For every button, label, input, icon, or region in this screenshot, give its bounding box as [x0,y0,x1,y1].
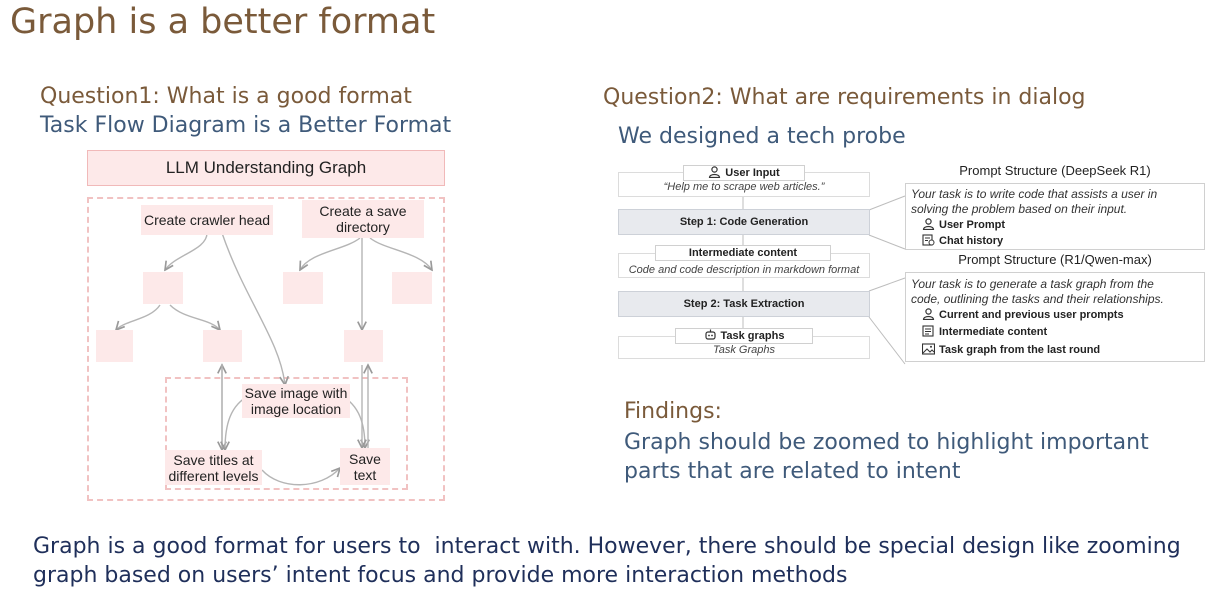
task-graphs-text: Task graphs [720,330,785,342]
user-icon [922,218,935,230]
node-empty [96,330,133,362]
findings-line2: parts that are related to intent [624,459,961,484]
conclusion-line2: graph based on users’ intent focus and p… [33,563,848,588]
conclusion-text: Graph is a good format for users to inte… [33,532,1198,590]
node-label: directory [336,219,390,235]
node-label: Create a save [319,203,407,219]
tech-probe-diagram: User Input “Help me to scrape web articl… [615,152,1207,367]
user-input-text: User Input [725,167,780,179]
prompt2-item1-text: Current and previous user prompts [939,309,1124,321]
graph-outer-frame [87,197,445,501]
node-create-crawler-head: Create crawler head [141,205,273,235]
robot-icon [704,329,716,340]
task-graphs-label: Task graphs [675,328,813,344]
findings-heading: Findings: [624,399,722,424]
prompt1-item-user-prompt: User Prompt [922,218,1005,231]
probe-connectors [742,195,906,365]
user-input-quote: “Help me to scrape web articles.” [663,181,825,193]
findings-line1: Graph should be zoomed to highlight impo… [624,430,1149,455]
node-empty [392,272,432,304]
findings-text: Graph should be zoomed to highlight impo… [624,428,1149,486]
node-empty [344,330,383,362]
question1-subheading: Task Flow Diagram is a Better Format [40,113,452,138]
document-icon [922,325,934,337]
prompt2-item-last-graph: Task graph from the last round [922,343,1100,356]
edge-mid-to-right [169,304,220,330]
node-label: different levels [168,467,259,484]
prompt1-box: Your task is to write code that assists … [905,183,1205,250]
image-icon [922,343,935,355]
conclusion-line1: Graph is a good format for users to inte… [33,534,1181,559]
question2-subheading: We designed a tech probe [618,124,906,149]
node-label: Save titles at [173,451,254,468]
chat-history-icon [922,234,935,246]
prompt2-title: Prompt Structure (R1/Qwen-max) [958,252,1152,267]
user-icon [922,308,935,320]
task-graphs-desc: Task Graphs [713,344,775,356]
prompt1-item2-text: Chat history [939,235,1004,247]
intermediate-desc: Code and code description in markdown fo… [628,264,860,276]
prompt2-item-intermediate: Intermediate content [922,325,1047,338]
intermediate-label: Intermediate content [655,245,831,261]
question1-heading: Question1: What is a good format [40,84,412,109]
prompt1-item-chat-history: Chat history [922,234,1003,247]
prompt1-line2: solving the problem based on their input… [911,202,1128,216]
step1-code-generation: Step 1: Code Generation [618,209,870,235]
prompt2-line2: code, outlining the tasks and their rela… [911,292,1164,306]
edge-dir-to-left [300,237,361,270]
edge-crawler-to-mid [165,232,208,270]
llm-graph-header: LLM Understanding Graph [87,150,445,186]
prompt2-box: Your task is to generate a task graph fr… [905,272,1205,362]
prompt1-title: Prompt Structure (DeepSeek R1) [959,163,1151,178]
question2-heading: Question2: What are requirements in dial… [603,85,1086,110]
node-label: Save [349,450,381,467]
node-label: image location [250,401,342,417]
node-empty [143,272,183,304]
user-input-label: User Input [683,165,805,181]
prompt2-item-prompts: Current and previous user prompts [922,308,1124,321]
node-empty [203,330,242,362]
prompt2-item2-text: Intermediate content [939,326,1048,338]
user-icon [709,166,721,178]
prompt1-line1: Your task is to write code that assists … [911,187,1158,201]
prompt1-item1-text: User Prompt [939,219,1006,231]
node-empty [283,272,323,304]
node-label: Save image with [244,385,348,401]
edge-titles-to-text [261,468,340,486]
step2-task-extraction: Step 2: Task Extraction [618,291,870,317]
edge-mid-to-left [116,304,161,330]
edge-dir-to-right [369,237,432,270]
slide-title: Graph is a better format [10,2,436,42]
prompt2-item3-text: Task graph from the last round [939,344,1101,356]
node-label: Create crawler head [143,212,271,228]
node-label: text [353,466,377,483]
prompt2-line1: Your task is to generate a task graph fr… [911,277,1154,291]
edge-crawler-to-image [221,232,285,385]
